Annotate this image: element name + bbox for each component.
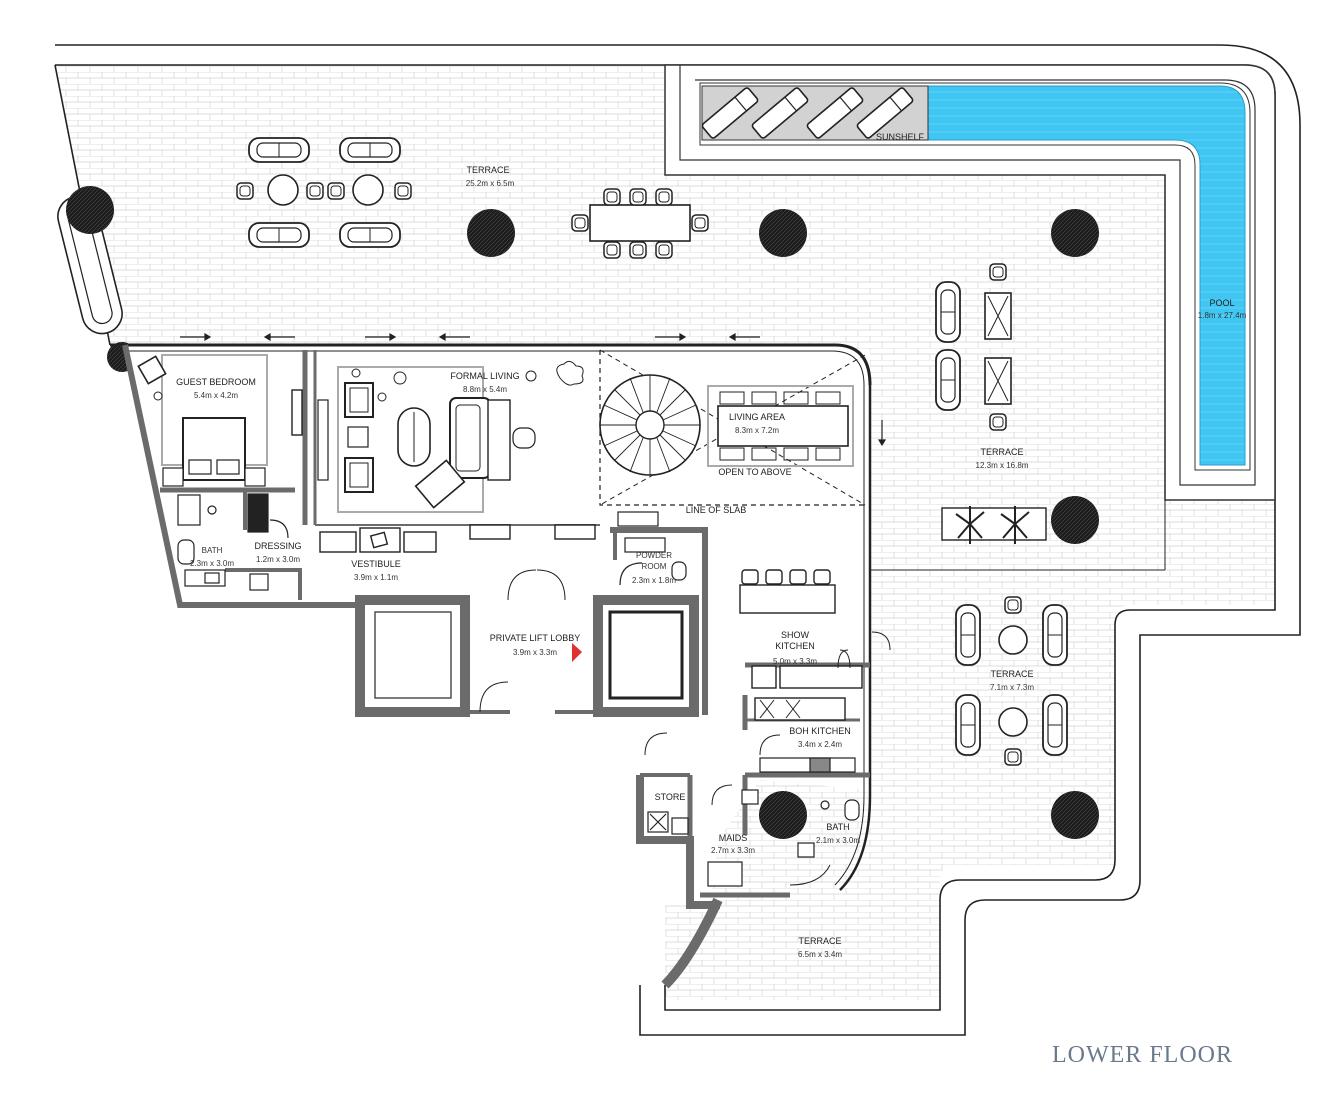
lift-lobby-label: PRIVATE LIFT LOBBY — [490, 633, 581, 643]
dressing-label: DRESSING — [254, 541, 301, 551]
service-fixtures — [644, 732, 860, 887]
lift-lobby-dims: 3.9m x 3.3m — [513, 648, 557, 657]
bath-maids-dims: 2.1m x 3.0m — [816, 836, 860, 845]
terrace-bottom-dims: 6.5m x 3.4m — [798, 950, 842, 959]
maids-dims: 2.7m x 3.3m — [711, 846, 755, 855]
show-kitchen-dims: 5.0m x 3.3m — [773, 657, 817, 666]
dressing-dims: 1.2m x 3.0m — [256, 555, 300, 564]
terrace-mid-label: TERRACE — [990, 669, 1033, 679]
terrace-top-dims: 25.2m x 6.5m — [466, 179, 515, 188]
terrace-right-label: TERRACE — [980, 447, 1023, 457]
guest-bedroom-furniture — [137, 354, 303, 487]
terrace-top-label: TERRACE — [466, 165, 509, 175]
living-area-label: LIVING AREA — [729, 412, 785, 422]
floor-title: LOWER FLOOR — [1052, 1042, 1233, 1068]
bath-guest-label: BATH — [202, 546, 223, 555]
sliding-door-arrows — [180, 332, 887, 447]
vestibule-label: VESTIBULE — [351, 559, 401, 569]
sunshelf-label: SUNSHELF — [876, 132, 925, 142]
walls — [110, 343, 872, 989]
living-area-dims: 8.3m x 7.2m — [735, 426, 779, 435]
formal-living-dims: 8.8m x 5.4m — [463, 385, 507, 394]
terrace-furniture-mid — [955, 596, 1068, 766]
terrace-right-dims: 12.3m x 16.8m — [976, 461, 1029, 470]
lift-marker — [572, 643, 582, 662]
formal-living-label: FORMAL LIVING — [450, 371, 519, 381]
terrace-bottom-label: TERRACE — [798, 936, 841, 946]
powder-room-fixtures — [617, 511, 687, 586]
pool-label: POOL — [1209, 298, 1234, 308]
formal-living-furniture — [317, 360, 584, 513]
vestibule-dims: 3.9m x 1.1m — [354, 573, 398, 582]
boh-kitchen-fixtures — [759, 734, 856, 773]
terrace-mid-dims: 7.1m x 7.3m — [990, 683, 1034, 692]
powder-room-dims: 2.3m x 1.8m — [632, 576, 676, 585]
interior-floor — [110, 345, 870, 905]
pool-dims: 1.8m x 27.4m — [1198, 311, 1247, 320]
line-of-slab-label: LINE OF SLAB — [686, 505, 747, 515]
terrace-furniture-top — [236, 137, 709, 259]
boh-kitchen-label: BOH KITCHEN — [789, 726, 851, 736]
guest-bedroom-dims: 5.4m x 4.2m — [194, 391, 238, 400]
open-to-above-label: OPEN TO ABOVE — [718, 467, 791, 477]
vestibule-furniture — [319, 524, 596, 601]
boh-kitchen-dims: 3.4m x 2.4m — [798, 740, 842, 749]
terrace-furniture-right — [935, 263, 1047, 544]
guest-bedroom-label: GUEST BEDROOM — [176, 377, 256, 387]
maids-label: MAIDS — [719, 833, 748, 843]
store-label: STORE — [655, 792, 686, 802]
show-kitchen-furniture — [739, 569, 891, 721]
lobby-door-swing — [479, 681, 509, 713]
terrace-right-zone — [870, 175, 1166, 571]
bath-maids-label: BATH — [826, 822, 849, 832]
terrace-paving — [55, 65, 1275, 1000]
bath-guest-dims: 2.3m x 3.0m — [190, 559, 234, 568]
living-area-furniture — [599, 349, 866, 506]
pool — [664, 64, 1276, 501]
bath-dressing-fixtures — [177, 493, 289, 591]
